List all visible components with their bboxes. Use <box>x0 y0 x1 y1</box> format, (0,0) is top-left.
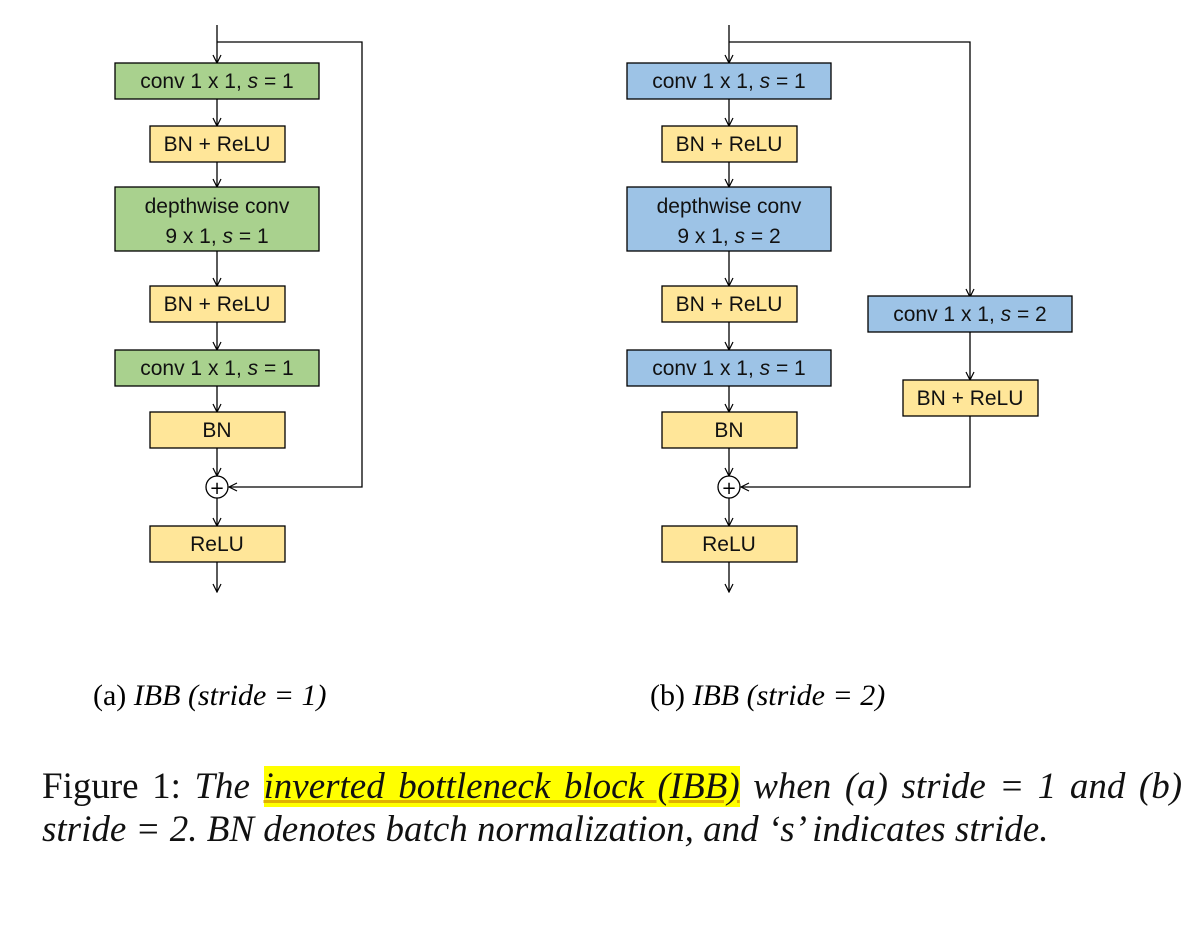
block-bn-relu-a-2: BN + ReLU <box>149 285 286 323</box>
svg-text:BN + ReLU: BN + ReLU <box>676 293 783 316</box>
block-conv1x1-b-top: conv 1 x 1, s = 1 <box>626 62 832 100</box>
svg-text:conv 1 x 1, s = 2: conv 1 x 1, s = 2 <box>893 303 1047 326</box>
svg-text:+: + <box>721 478 736 499</box>
svg-text:conv 1 x 1, s = 1: conv 1 x 1, s = 1 <box>140 70 294 93</box>
diagram-b: conv 1 x 1, s = 1 BN + ReLU depthwise co… <box>626 25 1073 712</box>
block-bn-b: BN <box>661 411 798 449</box>
svg-text:BN + ReLU: BN + ReLU <box>164 133 271 156</box>
svg-text:9 x 1, s = 2: 9 x 1, s = 2 <box>677 225 780 248</box>
block-depthwise-conv-b: depthwise conv 9 x 1, s = 2 <box>626 186 832 252</box>
block-conv1x1-b-bottom: conv 1 x 1, s = 1 <box>626 349 832 387</box>
svg-text:depthwise conv: depthwise conv <box>145 195 290 218</box>
block-depthwise-conv-a: depthwise conv 9 x 1, s = 1 <box>114 186 320 252</box>
block-conv1x1-a-bottom: conv 1 x 1, s = 1 <box>114 349 320 387</box>
block-relu-b: ReLU <box>661 525 798 563</box>
caption-italic-2: when (a) stride = 1 and (b) stride = 2. … <box>42 766 1183 850</box>
svg-text:BN: BN <box>202 419 231 442</box>
svg-text:ReLU: ReLU <box>190 533 244 556</box>
caption-highlight: inverted bottleneck block (IBB) <box>263 766 740 807</box>
svg-text:ReLU: ReLU <box>702 533 756 556</box>
sum-node-b: + <box>717 475 741 499</box>
svg-text:BN: BN <box>714 419 743 442</box>
block-shortcut-conv1x1: conv 1 x 1, s = 2 <box>867 295 1073 333</box>
svg-text:conv 1 x 1, s = 1: conv 1 x 1, s = 1 <box>140 357 294 380</box>
caption-prefix: Figure 1: <box>42 766 195 807</box>
block-bn-a: BN <box>149 411 286 449</box>
svg-text:BN + ReLU: BN + ReLU <box>676 133 783 156</box>
svg-text:BN + ReLU: BN + ReLU <box>164 293 271 316</box>
subfigure-label-a: (a) IBB (stride = 1) <box>93 679 327 712</box>
block-relu-a: ReLU <box>149 525 286 563</box>
subfigure-label-b: (b) IBB (stride = 2) <box>650 679 885 712</box>
svg-text:depthwise conv: depthwise conv <box>657 195 802 218</box>
svg-text:BN + ReLU: BN + ReLU <box>917 387 1024 410</box>
block-bn-relu-b-1: BN + ReLU <box>661 125 798 163</box>
block-bn-relu-b-2: BN + ReLU <box>661 285 798 323</box>
sum-node-a: + <box>205 475 229 499</box>
block-conv1x1-a-top: conv 1 x 1, s = 1 <box>114 62 320 100</box>
caption-italic-1: The <box>194 766 264 807</box>
block-bn-relu-a-1: BN + ReLU <box>149 125 286 163</box>
svg-text:9 x 1, s = 1: 9 x 1, s = 1 <box>165 225 268 248</box>
diagram-a: conv 1 x 1, s = 1 BN + ReLU depthwise co… <box>93 25 363 712</box>
svg-text:+: + <box>209 478 224 499</box>
figure-caption: Figure 1: The inverted bottleneck block … <box>42 765 1182 851</box>
block-shortcut-bn-relu: BN + ReLU <box>902 379 1039 417</box>
svg-text:conv 1 x 1, s = 1: conv 1 x 1, s = 1 <box>652 70 806 93</box>
svg-text:conv 1 x 1, s = 1: conv 1 x 1, s = 1 <box>652 357 806 380</box>
